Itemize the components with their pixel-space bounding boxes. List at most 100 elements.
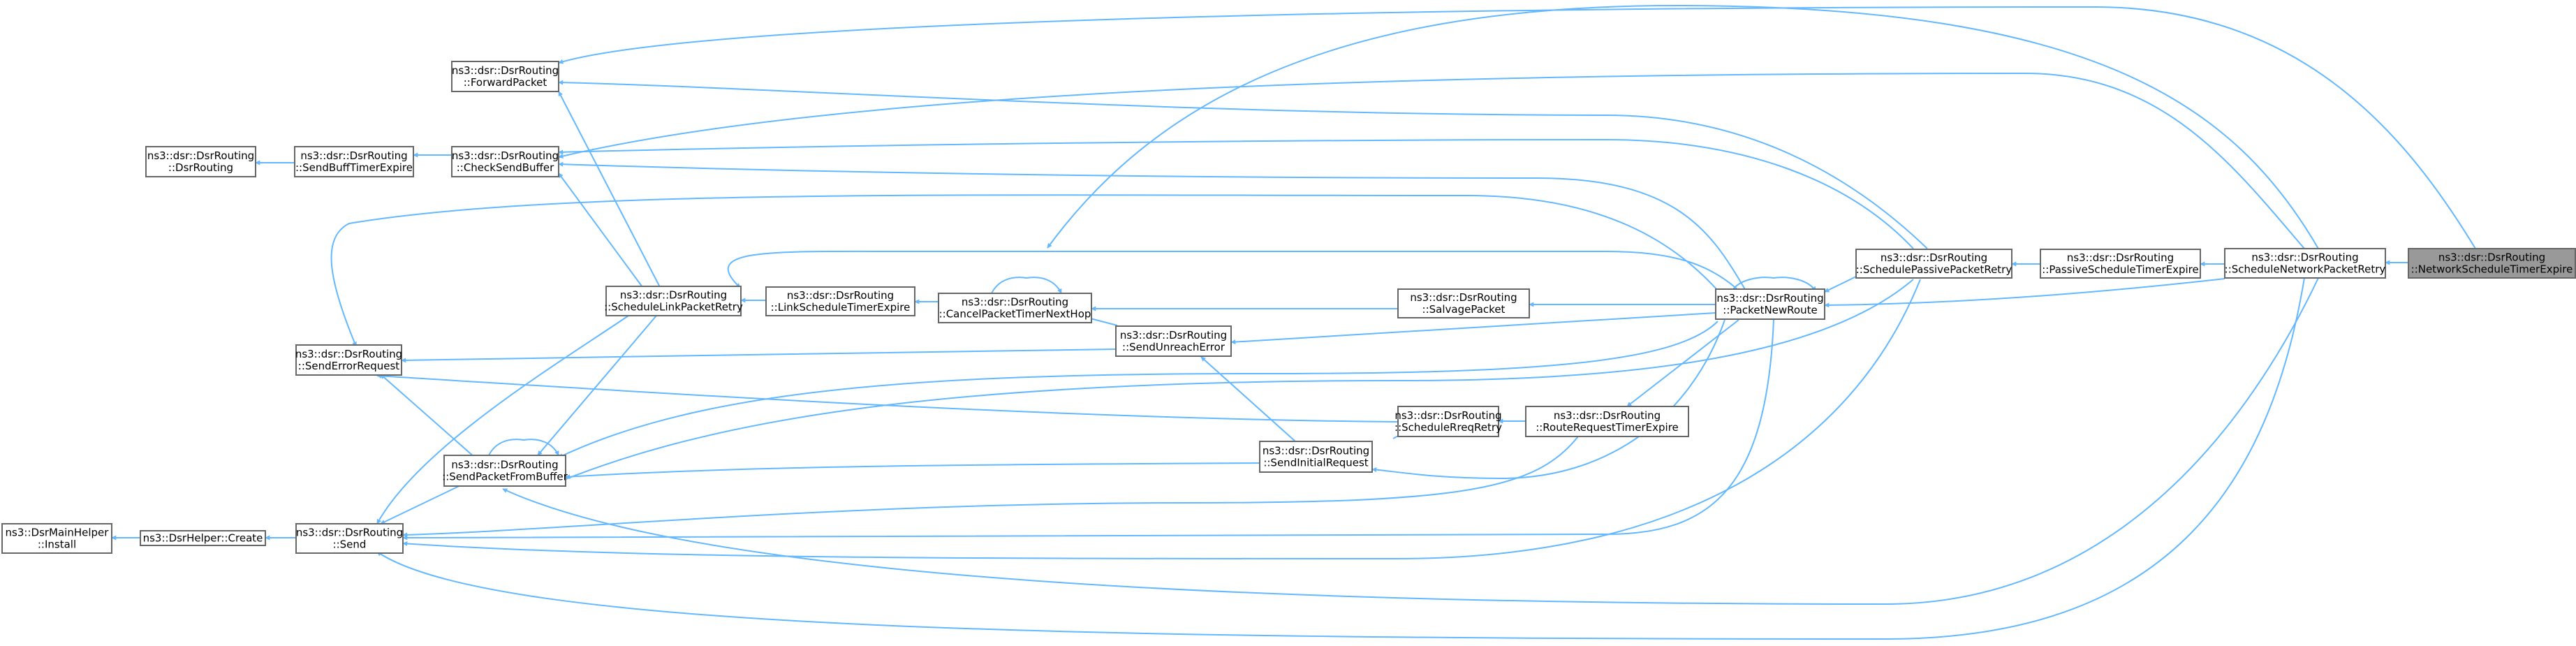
node-box: [938, 293, 1092, 323]
node-label: ns3::dsr::DsrRouting: [1554, 409, 1661, 422]
edge: [380, 374, 476, 458]
function-node[interactable]: ns3::dsr::DsrRouting::SchedulePassivePac…: [1855, 249, 2012, 279]
function-node[interactable]: ns3::dsr::DsrRouting::NetworkScheduleTim…: [2408, 248, 2576, 279]
edge: [727, 250, 1739, 291]
function-node[interactable]: ns3::dsr::DsrRouting::SendErrorRequest: [295, 344, 402, 376]
node-label: ::NetworkScheduleTimerExpire: [2411, 263, 2573, 276]
node-label: ::SendUnreachError: [1122, 341, 1226, 353]
node-box: [1397, 406, 1499, 437]
node-box: [1715, 288, 1825, 320]
node-label: ::Install: [38, 538, 76, 551]
node-label: ns3::dsr::DsrRouting: [1120, 329, 1227, 342]
function-node[interactable]: ns3::dsr::DsrRouting::PacketNewRoute: [1715, 288, 1825, 320]
node-label: ::ScheduleLinkPacketRetry: [604, 301, 743, 314]
edge: [330, 194, 1718, 347]
function-node[interactable]: ns3::dsr::DsrRouting::RouteRequestTimerE…: [1525, 406, 1689, 437]
node-box: [2224, 248, 2386, 279]
edge: [1824, 278, 2225, 308]
node-label: ::SendBuffTimerExpire: [295, 161, 413, 174]
node-label: ns3::dsr::DsrRouting: [620, 289, 727, 302]
function-node[interactable]: ns3::dsr::DsrRouting::SalvagePacket: [1397, 288, 1530, 318]
node-label: ns3::dsr::DsrRouting: [295, 348, 402, 360]
node-label: ::SendErrorRequest: [298, 360, 399, 372]
node-box: [1259, 441, 1373, 473]
node-label: ns3::dsr::DsrRouting: [1394, 409, 1501, 422]
function-node[interactable]: ns3::dsr::DsrRouting::SendBuffTimerExpir…: [294, 146, 414, 177]
edge: [402, 436, 1579, 538]
node-label: ::PacketNewRoute: [1723, 304, 1817, 316]
node-label: ns3::DsrMainHelper: [6, 527, 110, 539]
node-box: [145, 146, 256, 177]
edge: [380, 481, 469, 524]
function-node[interactable]: ns3::dsr::DsrRouting::ForwardPacket: [451, 61, 559, 92]
function-node[interactable]: ns3::dsr::DsrRouting::PassiveScheduleTim…: [2040, 249, 2201, 279]
function-node[interactable]: ns3::dsr::DsrRouting::SendInitialRequest: [1259, 441, 1373, 473]
edge: [565, 462, 1260, 480]
node-box: [2040, 249, 2201, 279]
edge: [558, 138, 1914, 249]
edge: [1371, 319, 1725, 480]
node-box: [295, 523, 404, 554]
edge: [558, 172, 643, 288]
node-label: ns3::dsr::DsrRouting: [787, 289, 894, 302]
node-label: ns3::dsr::DsrRouting: [147, 149, 254, 162]
node-label: ns3::dsr::DsrRouting: [1881, 251, 1987, 264]
call-edges: [111, 4, 2476, 640]
call-nodes: ns3::dsr::DsrRouting::NetworkScheduleTim…: [1, 61, 2576, 554]
node-box: [451, 61, 559, 92]
edge: [401, 348, 1117, 363]
node-label: ns3::dsr::DsrRouting: [451, 459, 558, 471]
function-node[interactable]: ns3::DsrHelper::Create: [140, 530, 266, 546]
edge: [502, 277, 2319, 605]
edge: [1824, 275, 1858, 293]
node-box: [443, 455, 566, 487]
edge: [558, 321, 1718, 458]
node-box: [765, 286, 915, 316]
node-label: ::RouteRequestTimerExpire: [1536, 421, 1679, 434]
node-label: ns3::dsr::DsrRouting: [452, 64, 559, 77]
node-label: ns3::dsr::DsrRouting: [962, 296, 1068, 309]
edge: [1731, 277, 1816, 292]
node-label: ns3::dsr::DsrRouting: [452, 149, 559, 162]
node-box: [1855, 249, 2012, 279]
node-label: ns3::dsr::DsrRouting: [1263, 445, 1369, 457]
node-label: ::CheckSendBuffer: [457, 161, 554, 174]
edge: [376, 373, 1399, 423]
node-box: [1115, 325, 1232, 357]
node-label: ns3::dsr::DsrRouting: [2251, 251, 2358, 264]
function-node[interactable]: ns3::dsr::DsrRouting::SendPacketFromBuff…: [442, 455, 568, 487]
function-node[interactable]: ns3::dsr::DsrRouting::CancelPacketTimerN…: [938, 293, 1092, 323]
node-label: ::LinkScheduleTimerExpire: [771, 301, 911, 314]
function-node[interactable]: ns3::dsr::DsrRouting::CheckSendBuffer: [451, 146, 559, 177]
node-label: ::CancelPacketTimerNextHop: [939, 308, 1091, 321]
edge: [402, 319, 1774, 541]
node-label: ::SchedulePassivePacketRetry: [1856, 263, 2012, 276]
function-node[interactable]: ns3::dsr::DsrRouting::SendUnreachError: [1115, 325, 1232, 357]
edge: [558, 80, 1928, 249]
node-box: [2408, 248, 2576, 279]
node-box: [1397, 288, 1530, 318]
node-box: [451, 146, 559, 177]
node-label: ::PassiveScheduleTimerExpire: [2042, 263, 2199, 276]
node-label: ns3::dsr::DsrRouting: [300, 149, 407, 162]
node-label: ns3::dsr::DsrRouting: [2438, 251, 2545, 264]
function-node[interactable]: ns3::dsr::DsrRouting::ScheduleLinkPacket…: [604, 286, 743, 316]
function-node[interactable]: ns3::dsr::DsrRouting::ScheduleNetworkPac…: [2224, 248, 2386, 279]
function-node[interactable]: ns3::dsr::DsrRouting::DsrRouting: [145, 146, 256, 177]
function-node[interactable]: ns3::dsr::DsrRouting::Send: [295, 523, 404, 554]
function-node[interactable]: ns3::dsr::DsrRouting::ScheduleRreqRetry: [1394, 406, 1502, 437]
edge: [488, 439, 559, 456]
node-box: [295, 344, 402, 376]
node-label: ::SendInitialRequest: [1263, 457, 1368, 469]
node-label: ::SendPacketFromBuffer: [442, 471, 568, 483]
node-label: ns3::DsrHelper::Create: [143, 532, 263, 545]
node-label: ns3::dsr::DsrRouting: [2067, 251, 2174, 264]
node-label: ::Send: [333, 538, 367, 551]
node-box: [294, 146, 414, 177]
node-label: ::SalvagePacket: [1422, 303, 1506, 316]
node-label: ::DsrRouting: [168, 161, 233, 174]
edge: [376, 277, 2305, 640]
function-node[interactable]: ns3::DsrMainHelper::Install: [1, 523, 112, 554]
node-label: ns3::dsr::DsrRouting: [1716, 292, 1823, 304]
function-node[interactable]: ns3::dsr::DsrRouting::LinkScheduleTimerE…: [765, 286, 915, 316]
